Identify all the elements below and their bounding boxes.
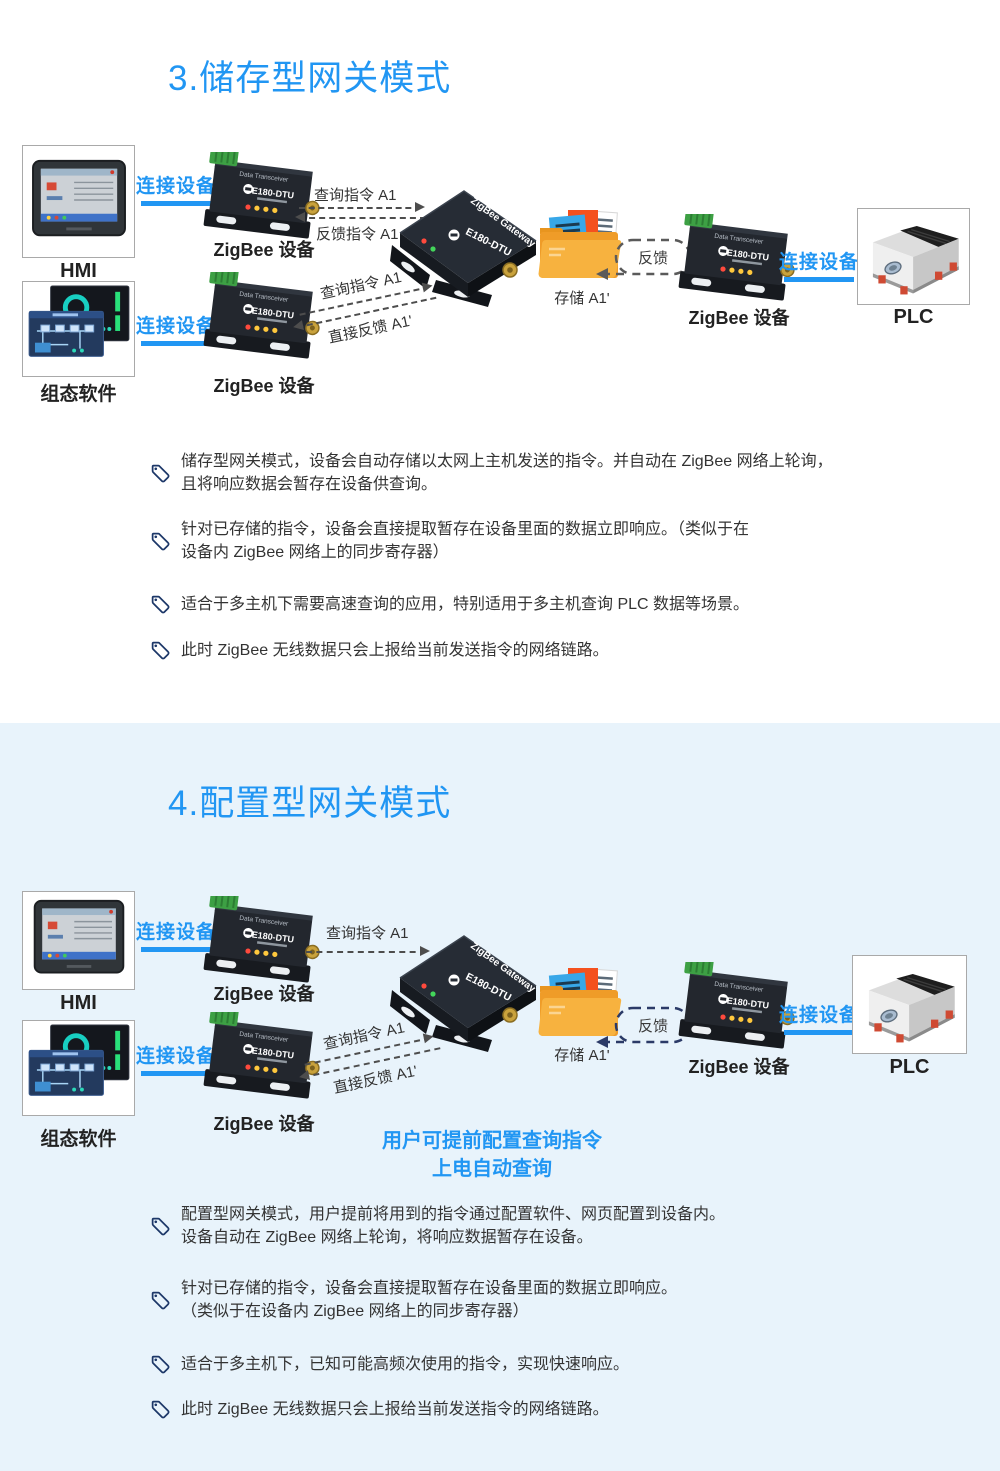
- query-arrow: [306, 946, 430, 956]
- hmi-illustration: [29, 897, 129, 984]
- config-note-line2: 上电自动查询: [432, 1158, 552, 1180]
- bullet-item: 此时 ZigBee 无线数据只会上报给当前发送指令的网络链路。: [150, 1398, 930, 1421]
- zigbee-device-label: ZigBee 设备: [213, 1114, 315, 1134]
- scada-label: 组态软件: [40, 384, 117, 405]
- connect-underline: [141, 947, 211, 952]
- connect-device-label: 连接设备: [779, 247, 859, 282]
- hmi-device-box: [22, 891, 135, 990]
- connect-device-label: 连接设备: [136, 171, 216, 206]
- connect-device-label: 连接设备: [136, 311, 216, 346]
- hmi-device-box: [22, 145, 135, 258]
- connect-underline: [784, 1030, 854, 1035]
- bullet-item: 此时 ZigBee 无线数据只会上报给当前发送指令的网络链路。: [150, 639, 930, 662]
- tag-icon: [150, 1354, 171, 1375]
- scada-label: 组态软件: [40, 1129, 117, 1150]
- tag-icon: [150, 1216, 171, 1237]
- section4-title: 4.配置型网关模式: [168, 784, 452, 823]
- zigbee-device-illustration: [203, 152, 325, 248]
- tag-icon: [150, 1399, 171, 1420]
- section4-background: [0, 723, 1000, 1471]
- zigbee-device-label: ZigBee 设备: [688, 308, 790, 328]
- plc-label: PLC: [893, 306, 934, 328]
- scada-illustration: [27, 284, 131, 374]
- plc-illustration: [860, 215, 968, 299]
- bullet-item: 针对已存储的指令，设备会直接提取暂存在设备里面的数据立即响应。（类似于在设备内 …: [150, 1277, 930, 1323]
- scada-illustration: [27, 1023, 131, 1113]
- tag-icon: [150, 594, 171, 615]
- tag-icon: [150, 1290, 171, 1311]
- bullet-item: 适合于多主机下，已知可能高频次使用的指令，实现快速响应。: [150, 1353, 930, 1376]
- storage-label: 存储 A1': [554, 1047, 610, 1064]
- tag-icon: [150, 640, 171, 661]
- feedback-arrow: [295, 212, 426, 222]
- connect-underline: [141, 1071, 211, 1076]
- plc-device-box: [857, 208, 970, 305]
- zigbee-device-label: ZigBee 设备: [213, 984, 315, 1004]
- query-command-label: 查询指令 A1: [326, 925, 409, 942]
- bullet-item: 针对已存储的指令，设备会直接提取暂存在设备里面的数据立即响应。（类似于在设备内 …: [150, 518, 930, 564]
- connect-underline: [141, 201, 211, 206]
- feedback-label: 反馈: [638, 250, 668, 267]
- bullet-item: 储存型网关模式，设备会自动存储以太网上主机发送的指令。并自动在 ZigBee 网…: [150, 450, 930, 496]
- query-command-label: 查询指令 A1: [314, 187, 397, 204]
- zigbee-device-illustration: [203, 896, 325, 992]
- feedback-loop-arrow: 反馈: [596, 238, 692, 280]
- plc-label: PLC: [889, 1056, 930, 1078]
- hmi-label: HMI: [60, 992, 97, 1014]
- tag-icon: [150, 531, 171, 552]
- zigbee-device-label: ZigBee 设备: [213, 376, 315, 396]
- bullet-item: 适合于多主机下需要高速查询的应用，特别适用于多主机查询 PLC 数据等场景。: [150, 593, 930, 616]
- feedback-label: 反馈: [638, 1018, 668, 1035]
- section3-title: 3.储存型网关模式: [168, 59, 452, 98]
- scada-software-box: [22, 281, 135, 377]
- feedback-loop-arrow: 反馈: [596, 1006, 692, 1048]
- connect-device-label: 连接设备: [779, 1000, 859, 1035]
- config-note-line1: 用户可提前配置查询指令: [382, 1130, 602, 1152]
- hmi-illustration: [27, 157, 131, 247]
- zigbee-device-label: ZigBee 设备: [213, 240, 315, 260]
- zigbee-device-label: ZigBee 设备: [688, 1057, 790, 1077]
- storage-label: 存储 A1': [554, 290, 610, 307]
- hmi-label: HMI: [60, 260, 97, 282]
- tag-icon: [150, 463, 171, 484]
- connect-underline: [141, 341, 211, 346]
- scada-software-box: [22, 1020, 135, 1116]
- bullet-item: 配置型网关模式，用户提前将用到的指令通过配置软件、网页配置到设备内。设备自动在 …: [150, 1203, 930, 1249]
- plc-device-box: [852, 955, 967, 1054]
- plc-illustration: [856, 963, 964, 1047]
- connect-device-label: 连接设备: [136, 917, 216, 952]
- connect-device-label: 连接设备: [136, 1041, 216, 1076]
- query-arrow: [299, 202, 425, 212]
- connect-underline: [784, 277, 854, 282]
- feedback-command-label: 反馈指令 A1: [316, 226, 399, 243]
